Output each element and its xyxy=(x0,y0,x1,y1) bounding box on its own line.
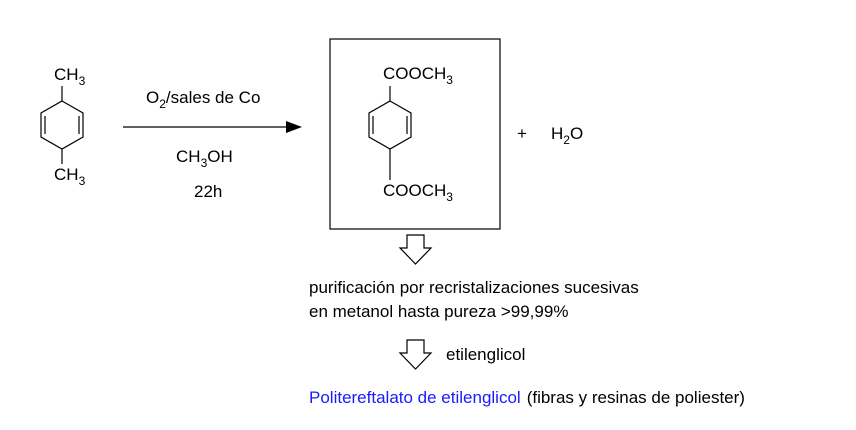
purification-line-1: purificación por recristalizaciones suce… xyxy=(309,278,639,297)
product-box: COOCH3 COOCH3 xyxy=(329,38,501,230)
arrow-head xyxy=(286,121,302,133)
plus-sign: + xyxy=(517,124,527,143)
final-product: Politereftalato de etilenglicol (fibras y… xyxy=(309,388,745,407)
ethylene-glycol-reagent: etilenglicol xyxy=(446,345,525,364)
benzene-ring xyxy=(40,100,84,150)
final-product-line: Politereftalato de etilenglicol (fibras y… xyxy=(309,388,745,407)
arrow-reagent-above: O2/sales de Co xyxy=(146,88,260,111)
down-arrow-icon xyxy=(398,234,433,265)
product-benzene-ring xyxy=(368,100,412,150)
reactant-top-group: CH3 xyxy=(54,65,86,88)
purification-step: purificación por recristalizaciones suce… xyxy=(309,278,639,321)
byproduct-water: + H2O xyxy=(517,124,583,147)
final-product-note: (fibras y resinas de poliester) xyxy=(527,388,745,407)
water-formula: H2O xyxy=(551,124,583,147)
product-frame xyxy=(329,38,501,230)
final-product-name: Politereftalato de etilenglicol xyxy=(309,388,521,407)
purification-line-2: en metanol hasta pureza >99,99% xyxy=(309,302,568,321)
product-bottom-group: COOCH3 xyxy=(383,181,453,204)
arrow-time: 22h xyxy=(194,182,222,201)
down-arrow-icon xyxy=(398,339,433,370)
p-xylene-structure: CH3 CH3 xyxy=(40,65,86,188)
reaction-arrow: O2/sales de Co CH3OH 22h xyxy=(123,88,302,201)
arrow-solvent: CH3OH xyxy=(176,147,233,170)
product-top-group: COOCH3 xyxy=(383,64,453,87)
reactant-bottom-group: CH3 xyxy=(54,165,86,188)
